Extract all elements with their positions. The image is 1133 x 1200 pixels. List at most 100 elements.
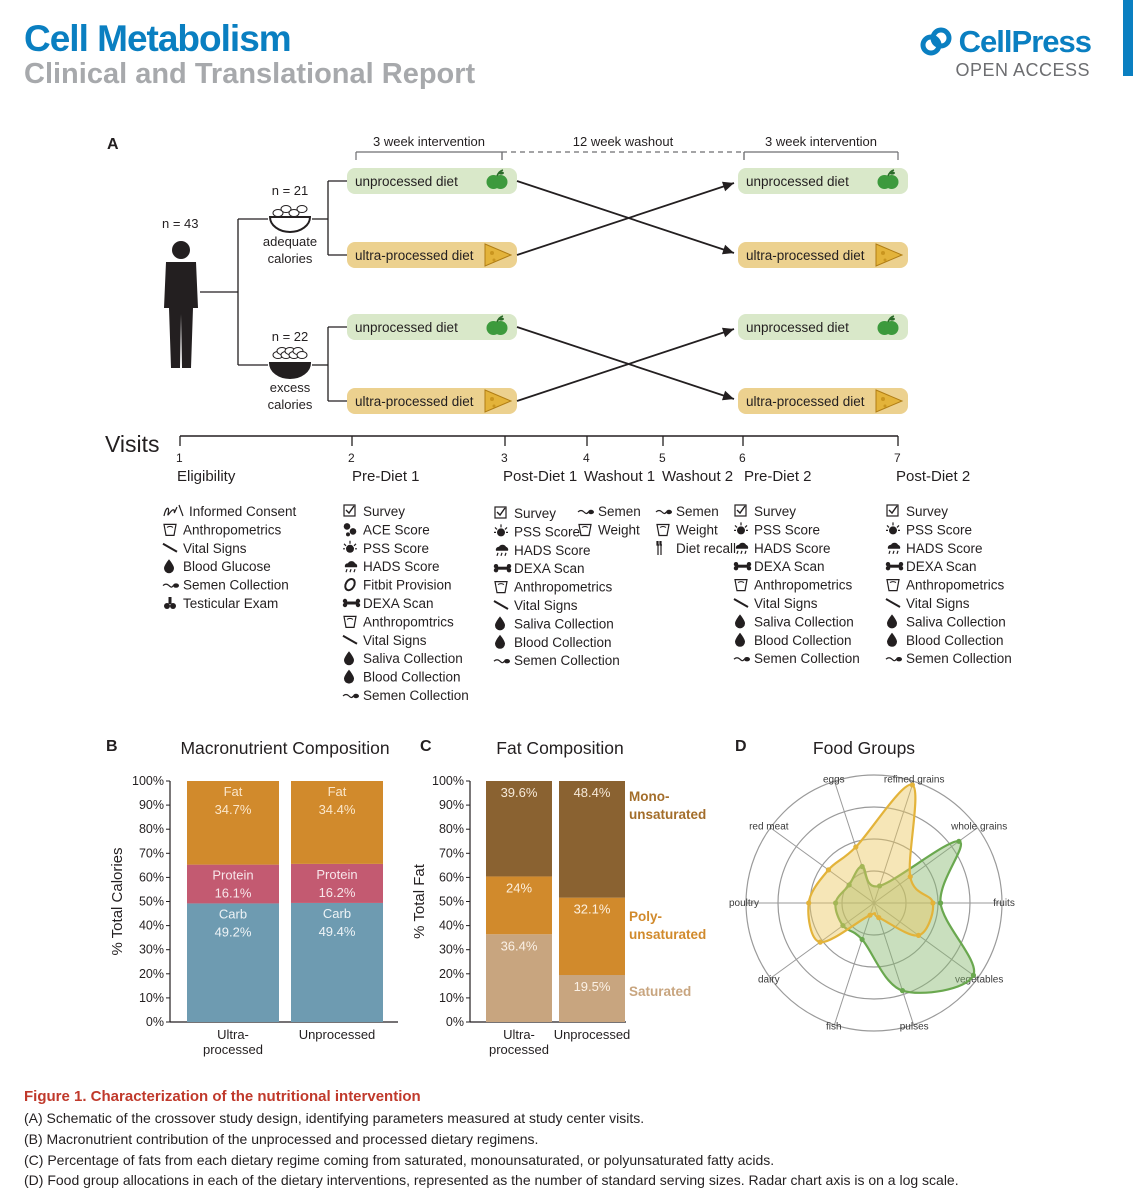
- cheese-wedge: [484, 389, 513, 413]
- bone-end: [355, 602, 361, 608]
- sperm-icon: [162, 583, 179, 588]
- y-tick-label: 10%: [439, 991, 464, 1005]
- radar-point: [859, 863, 865, 870]
- measurement-label: Informed Consent: [189, 504, 297, 519]
- bone-end: [342, 598, 348, 604]
- edge-bar: [1123, 0, 1133, 76]
- radar-axis-label: vegetables: [955, 974, 1003, 985]
- cheese-hole: [492, 404, 496, 408]
- measurement-label: Semen: [676, 504, 719, 519]
- group-label: excess: [270, 380, 311, 395]
- bar-segment: [559, 897, 625, 976]
- sperm-head: [896, 657, 902, 662]
- cloud-shape: [735, 542, 749, 549]
- checkbox-icon: [886, 504, 899, 517]
- radar-point: [937, 900, 944, 906]
- cloud-icon: [735, 542, 749, 554]
- radar-axis-label: fish: [826, 1022, 842, 1033]
- measurement-label: Anthropometrics: [183, 522, 282, 537]
- ball: [164, 603, 170, 609]
- cheese-hole: [490, 251, 494, 255]
- caption-line-b: (B) Macronutrient contribution of the un…: [24, 1131, 539, 1147]
- measurement-label: Saliva Collection: [906, 614, 1006, 629]
- measurement-label: Fitbit Provision: [363, 578, 452, 593]
- radar-axis-label: pulses: [900, 1022, 929, 1033]
- measurement-label: Diet recall: [676, 541, 736, 556]
- bone-end: [493, 568, 499, 573]
- cloud-shape: [887, 542, 901, 549]
- data-label: 16.2%: [319, 885, 356, 900]
- radar-point: [907, 874, 913, 880]
- measurement-label: HADS Score: [754, 541, 831, 556]
- sperm-icon: [733, 657, 750, 662]
- measurement-label: Anthropometrics: [906, 578, 1005, 593]
- y-tick-label: 40%: [139, 919, 164, 933]
- panel-label-c: C: [420, 738, 432, 755]
- radar-spoke: [873, 902, 978, 979]
- diet-box-bg: [738, 314, 908, 340]
- diet-box-bg: [347, 388, 517, 414]
- drop-shape: [887, 632, 897, 647]
- person-silhouette-icon: [164, 241, 198, 368]
- rays: [886, 522, 900, 532]
- visit-number: 7: [894, 451, 901, 465]
- segment-name: Fat: [328, 784, 347, 799]
- data-label: 36.4%: [501, 938, 538, 953]
- bone-end: [733, 566, 739, 571]
- diet-label: ultra-processed diet: [746, 394, 865, 409]
- cheese-wedge: [875, 243, 904, 267]
- crossover-arrow: [516, 328, 735, 402]
- thermo-rod: [342, 634, 358, 645]
- visit-number: 1: [176, 451, 183, 465]
- bone-end: [506, 568, 512, 573]
- radar-axis-label: dairy: [758, 974, 780, 985]
- food-bowl-icon: [268, 347, 312, 379]
- food-piece: [296, 205, 308, 213]
- thermometer-icon: [733, 598, 749, 608]
- apple-leaf: [889, 317, 895, 321]
- scale-icon: [163, 523, 177, 537]
- cheese-icon: [484, 389, 513, 413]
- y-axis-label: % Total Fat: [411, 863, 428, 939]
- thermometer-icon: [162, 542, 178, 553]
- legend-entry: Saturated: [629, 984, 691, 999]
- radar-point: [930, 900, 936, 906]
- bone-end: [746, 566, 752, 571]
- apple-leaf: [498, 317, 504, 321]
- food-piece: [288, 209, 300, 217]
- bone-end: [746, 562, 752, 567]
- segment-name: Carb: [323, 906, 351, 921]
- checkbox-icon: [734, 504, 747, 517]
- bar-segment: [486, 876, 552, 935]
- stem: [168, 597, 172, 604]
- ace-head: [346, 532, 350, 537]
- ultra-processed-diet-box: ultra-processed diet: [738, 388, 908, 414]
- scale-body: [656, 523, 670, 537]
- measurement-label: Semen: [598, 504, 641, 519]
- thermo-rod: [493, 600, 509, 610]
- measurement-label: Vital Signs: [183, 541, 247, 556]
- radar-axis-label: refined grains: [884, 774, 945, 785]
- ace-head: [343, 523, 351, 530]
- cheese-icon: [484, 243, 513, 267]
- measurement-label: DEXA Scan: [514, 561, 585, 576]
- stress-icon: [494, 524, 508, 537]
- drop-icon: [735, 614, 745, 629]
- rays: [494, 524, 508, 534]
- legend-entry: unsaturated: [629, 807, 706, 822]
- apple-leaf: [889, 171, 895, 175]
- y-axis-label: % Total Calories: [109, 847, 126, 955]
- article-type: Clinical and Translational Report: [24, 58, 476, 90]
- diet-label: ultra-processed diet: [355, 248, 474, 263]
- radar-point: [859, 936, 865, 943]
- sperm-tail: [162, 583, 174, 588]
- radar-point: [956, 838, 962, 844]
- measurement-label: DEXA Scan: [363, 596, 434, 611]
- chart-title: Macronutrient Composition: [180, 738, 389, 758]
- bone-icon: [885, 562, 904, 571]
- head: [889, 526, 897, 535]
- measurement-label: Semen Collection: [906, 651, 1012, 666]
